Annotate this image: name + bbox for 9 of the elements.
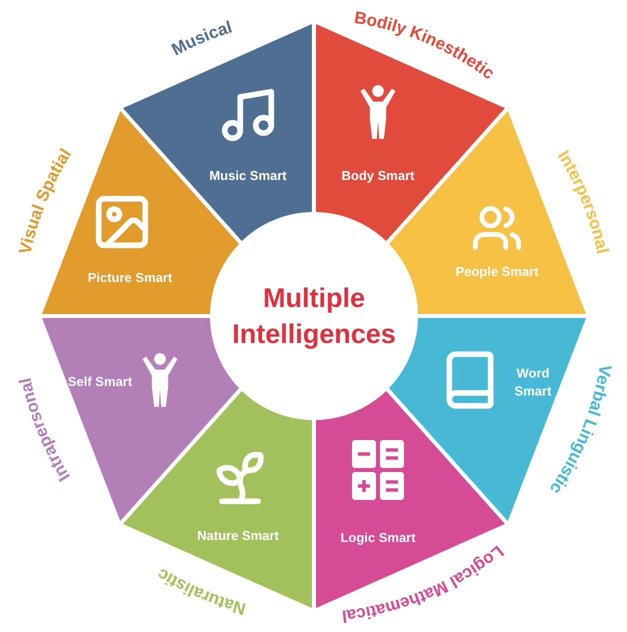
segment-label: Picture Smart (86, 269, 174, 287)
segment-label: Music Smart (208, 167, 288, 185)
segment-label: People Smart (454, 263, 540, 281)
segment-label: Logic Smart (339, 529, 417, 547)
segment-label: Word Smart (514, 364, 552, 400)
segment-label: Nature Smart (196, 527, 280, 545)
center-title: Multiple Intelligences (231, 282, 397, 351)
segment-label: Body Smart (340, 167, 416, 185)
segment-label: Self Smart (68, 373, 134, 390)
